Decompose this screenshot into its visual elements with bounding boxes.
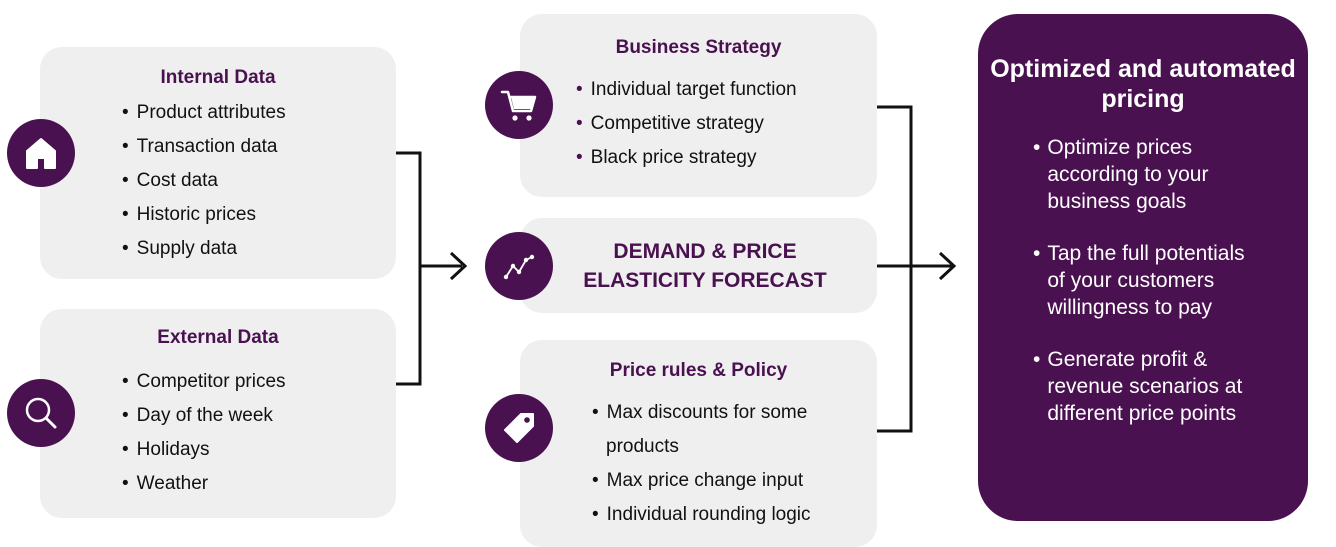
output-title: Optimized and automated pricing	[990, 55, 1296, 113]
list-item: •Individual target function	[576, 79, 797, 100]
list-item: •Weather	[122, 473, 209, 494]
list-item: products	[606, 436, 679, 457]
list-item: •Competitor prices	[122, 371, 286, 392]
list-item: •Optimize prices according to your busin…	[1033, 136, 1209, 213]
external-data-title: External Data	[157, 327, 279, 348]
price-rules-box: Price rules & Policy •Max discounts for …	[520, 340, 877, 547]
list-item: •Supply data	[122, 238, 238, 259]
list-item: •Cost data	[122, 170, 218, 191]
external-data-list: •Competitor prices •Day of the week •Hol…	[122, 365, 286, 501]
external-data-box: External Data •Competitor prices •Day of…	[40, 309, 396, 518]
list-item: •Day of the week	[122, 405, 273, 426]
price-rules-title: Price rules & Policy	[609, 360, 788, 381]
list-item: •Generate profit & revenue scenarios at …	[1033, 348, 1243, 425]
shopping-cart-icon	[485, 71, 553, 139]
forecast-title: DEMAND & PRICE ELASTICITY FORECAST	[583, 240, 827, 292]
list-item: •Max price change input	[592, 470, 804, 491]
internal-data-title: Internal Data	[160, 67, 276, 88]
output-list: •Optimize prices according to your busin…	[1033, 134, 1245, 452]
list-item: •Product attributes	[122, 102, 286, 123]
forecast-box	[520, 218, 877, 313]
list-item: •Holidays	[122, 439, 210, 460]
right-bracket	[877, 105, 913, 433]
list-item: •Competitive strategy	[576, 113, 764, 134]
output-box: Optimized and automated pricing •Optimiz…	[978, 14, 1308, 521]
business-strategy-list: •Individual target function •Competitive…	[576, 73, 797, 175]
business-strategy-title: Business Strategy	[615, 37, 782, 58]
internal-data-box: Internal Data •Product attributes •Trans…	[40, 47, 396, 279]
list-item: •Max discounts for some	[592, 402, 808, 423]
home-icon	[7, 119, 75, 187]
internal-data-list: •Product attributes •Transaction data •C…	[122, 96, 286, 266]
list-item: •Transaction data	[122, 136, 278, 157]
trend-line-icon	[485, 232, 553, 300]
output-arrow-head	[938, 251, 957, 281]
input-arrow-head	[449, 251, 468, 281]
search-icon	[7, 379, 75, 447]
list-item: •Black price strategy	[576, 147, 757, 168]
internal-connector	[396, 151, 422, 386]
list-item: •Tap the full potentials of your custome…	[1033, 242, 1245, 319]
price-tag-icon	[485, 394, 553, 462]
business-strategy-box: Business Strategy •Individual target fun…	[520, 14, 877, 197]
list-item: •Historic prices	[122, 204, 256, 225]
list-item: •Individual rounding logic	[592, 504, 811, 525]
price-rules-list: •Max discounts for some products •Max pr…	[592, 396, 811, 532]
